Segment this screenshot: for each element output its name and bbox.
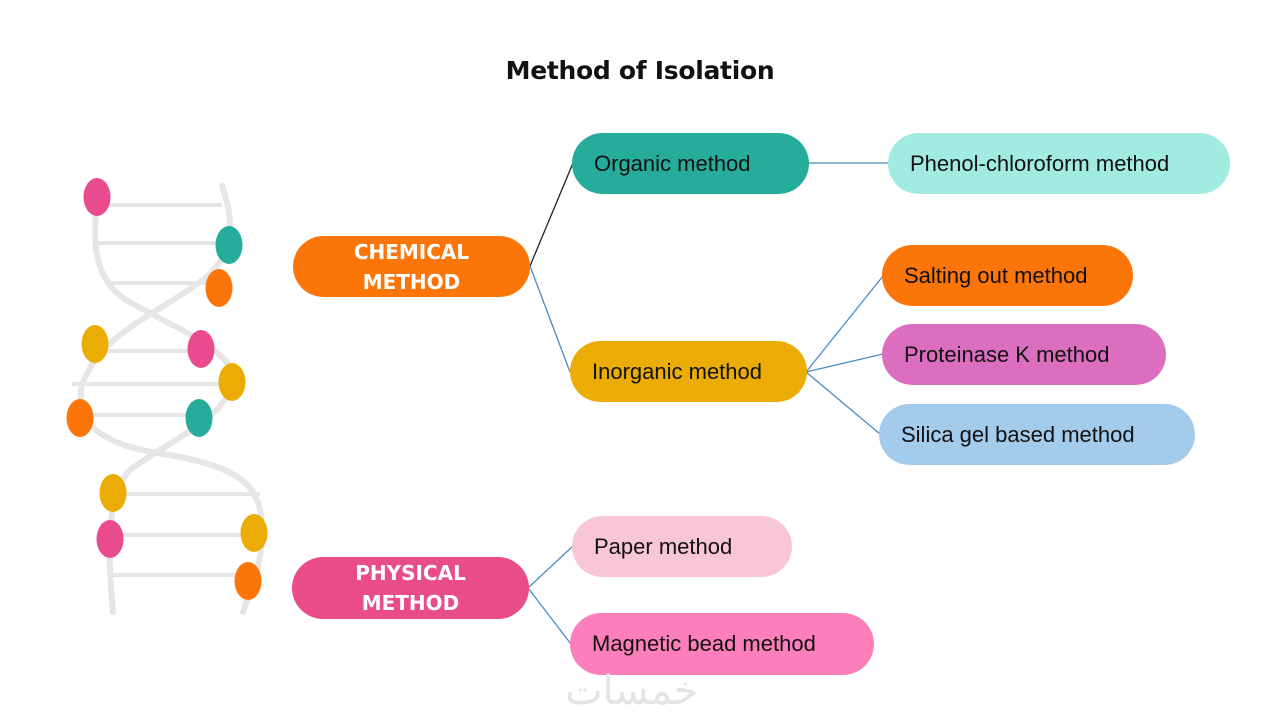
link-chemical-organic [529,162,574,267]
physical-label-line2: METHOD [361,591,460,615]
dna-bead [81,325,109,363]
link-physical-paper [527,545,574,589]
dna-bead [205,269,233,307]
link-inorganic-proteinase [805,353,884,373]
dna-bead [185,399,213,437]
magnetic-bead-method-node[interactable]: Magnetic bead method [570,613,874,675]
phenol-chloroform-method-node[interactable]: Phenol-chloroform method [888,133,1230,194]
dna-bead [240,514,268,552]
chemical-label-line1: CHEMICAL [353,239,470,264]
dna-bead [218,363,246,401]
organic-method-node[interactable]: Organic method [572,133,809,194]
chemical-label-line2: METHOD [362,269,461,294]
watermark: خمسات [565,668,699,714]
silica-gel-method-node[interactable]: Silica gel based method [879,404,1195,465]
inorganic-method-node[interactable]: Inorganic method [570,341,807,402]
link-inorganic-salting [805,275,884,373]
dna-bead [83,178,111,216]
proteinase-k-method-node[interactable]: Proteinase K method [882,324,1166,385]
dna-bead [234,562,262,600]
dna-helix-icon [66,178,268,615]
link-inorganic-silica [805,371,881,435]
dna-bead [96,520,124,558]
physical-method-node[interactable]: PHYSICAL METHOD [292,557,529,619]
chemical-method-node[interactable]: CHEMICAL METHOD [293,236,530,297]
paper-method-node[interactable]: Paper method [572,516,792,577]
dna-bead [215,226,243,264]
dna-bead [99,474,127,512]
salting-out-method-node[interactable]: Salting out method [882,245,1133,306]
link-chemical-inorganic [529,265,571,373]
diagram-title: Method of Isolation [505,56,775,85]
physical-label-line1: PHYSICAL [355,561,466,585]
dna-bead [66,399,94,437]
dna-bead [187,330,215,368]
link-physical-magnetic [527,587,572,645]
